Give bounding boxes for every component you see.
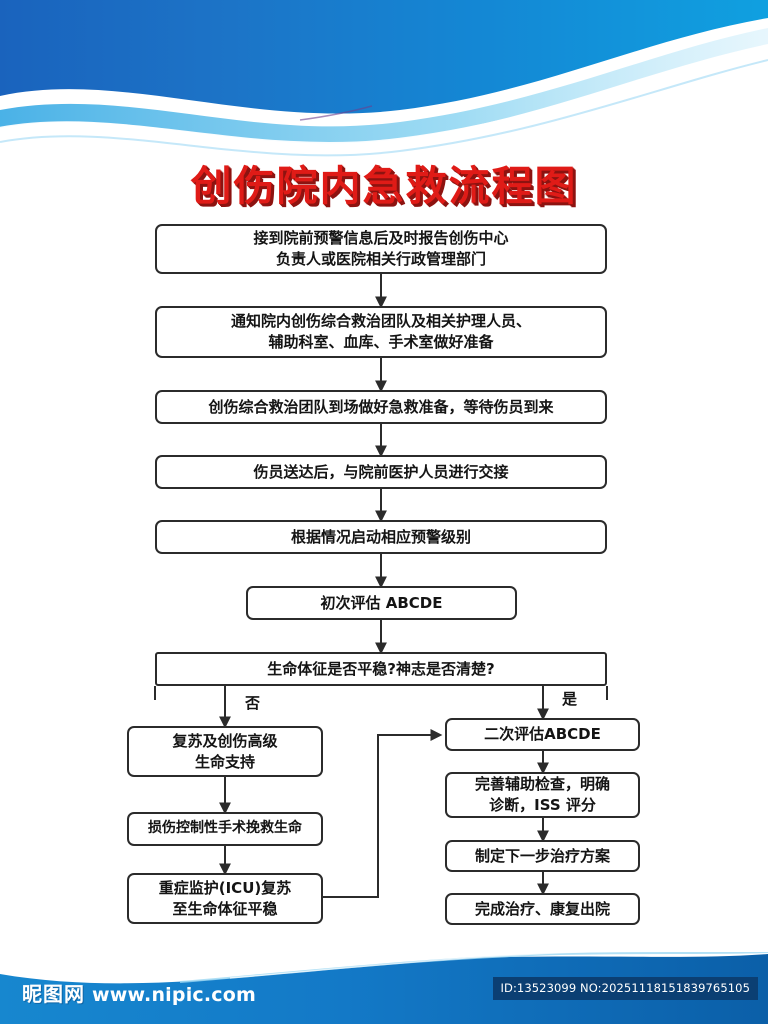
flow-node-handover[interactable]: 伤员送达后，与院前医护人员进行交接 xyxy=(155,455,607,489)
node-line: 伤员送达后，与院前医护人员进行交接 xyxy=(253,462,509,481)
node-line: 完成治疗、康复出院 xyxy=(474,899,610,918)
node-line: 生命体征是否平稳?神志是否清楚? xyxy=(267,659,495,678)
asset-id-badge: ID:13523099 NO:20251118151839765105 xyxy=(492,977,758,1000)
node-line: 创伤综合救治团队到场做好急救准备，等待伤员到来 xyxy=(208,397,554,416)
node-line: 接到院前预警信息后及时报告创伤中心 xyxy=(253,229,509,248)
top-banner xyxy=(0,0,768,175)
node-line: 生命支持 xyxy=(194,752,255,771)
node-line: 诊断，ISS 评分 xyxy=(489,796,596,814)
node-line: 根据情况启动相应预警级别 xyxy=(290,527,471,546)
node-line: 通知院内创伤综合救治团队及相关护理人员、 xyxy=(230,312,531,331)
watermark-brand: 昵图网 xyxy=(22,982,85,1006)
node-line: 至生命体征平稳 xyxy=(172,899,278,918)
node-line: 负责人或医院相关行政管理部门 xyxy=(275,250,486,268)
node-line: 损伤控制性手术挽救生命 xyxy=(148,820,302,837)
node-line: 二次评估ABCDE xyxy=(484,725,601,744)
branch-label-no: 否 xyxy=(245,694,261,712)
flow-node-complete-treatment-discharge[interactable]: 完成治疗、康复出院 xyxy=(445,893,640,925)
flow-node-damage-control-surgery[interactable]: 损伤控制性手术挽救生命 xyxy=(127,812,323,846)
flow-node-icu-resuscitation[interactable]: 重症监护(ICU)复苏 至生命体征平稳 xyxy=(127,873,323,924)
node-line: 完善辅助检查，明确 xyxy=(474,775,610,794)
watermark-url: www.nipic.com xyxy=(92,984,257,1006)
flow-node-resuscitation-atls[interactable]: 复苏及创伤高级 生命支持 xyxy=(127,726,323,777)
node-line: 复苏及创伤高级 xyxy=(172,731,278,750)
flow-node-primary-assessment-abcde[interactable]: 初次评估 ABCDE xyxy=(246,586,517,620)
watermark: 昵图网 www.nipic.com xyxy=(22,978,256,1007)
flow-node-decision-vitals-consciousness[interactable]: 生命体征是否平稳?神志是否清楚? xyxy=(155,652,607,686)
branch-label-yes: 是 xyxy=(562,690,578,708)
flow-node-notify-team[interactable]: 通知院内创伤综合救治团队及相关护理人员、 辅助科室、血库、手术室做好准备 xyxy=(155,306,607,358)
node-line: 辅助科室、血库、手术室做好准备 xyxy=(268,333,494,351)
flow-node-report-trauma-center[interactable]: 接到院前预警信息后及时报告创伤中心 负责人或医院相关行政管理部门 xyxy=(155,224,607,274)
node-line: 制定下一步治疗方案 xyxy=(474,846,610,865)
flow-node-workup-iss-score[interactable]: 完善辅助检查，明确 诊断，ISS 评分 xyxy=(445,772,640,818)
page-title: 创伤院内急救流程图 xyxy=(190,162,578,210)
node-line: 初次评估 ABCDE xyxy=(320,593,443,612)
flow-node-activate-alert-level[interactable]: 根据情况启动相应预警级别 xyxy=(155,520,607,554)
flow-node-secondary-assessment-abcde[interactable]: 二次评估ABCDE xyxy=(445,718,640,751)
flow-node-team-onsite-ready[interactable]: 创伤综合救治团队到场做好急救准备，等待伤员到来 xyxy=(155,390,607,424)
node-line: 重症监护(ICU)复苏 xyxy=(158,878,292,897)
flow-node-next-treatment-plan[interactable]: 制定下一步治疗方案 xyxy=(445,840,640,872)
